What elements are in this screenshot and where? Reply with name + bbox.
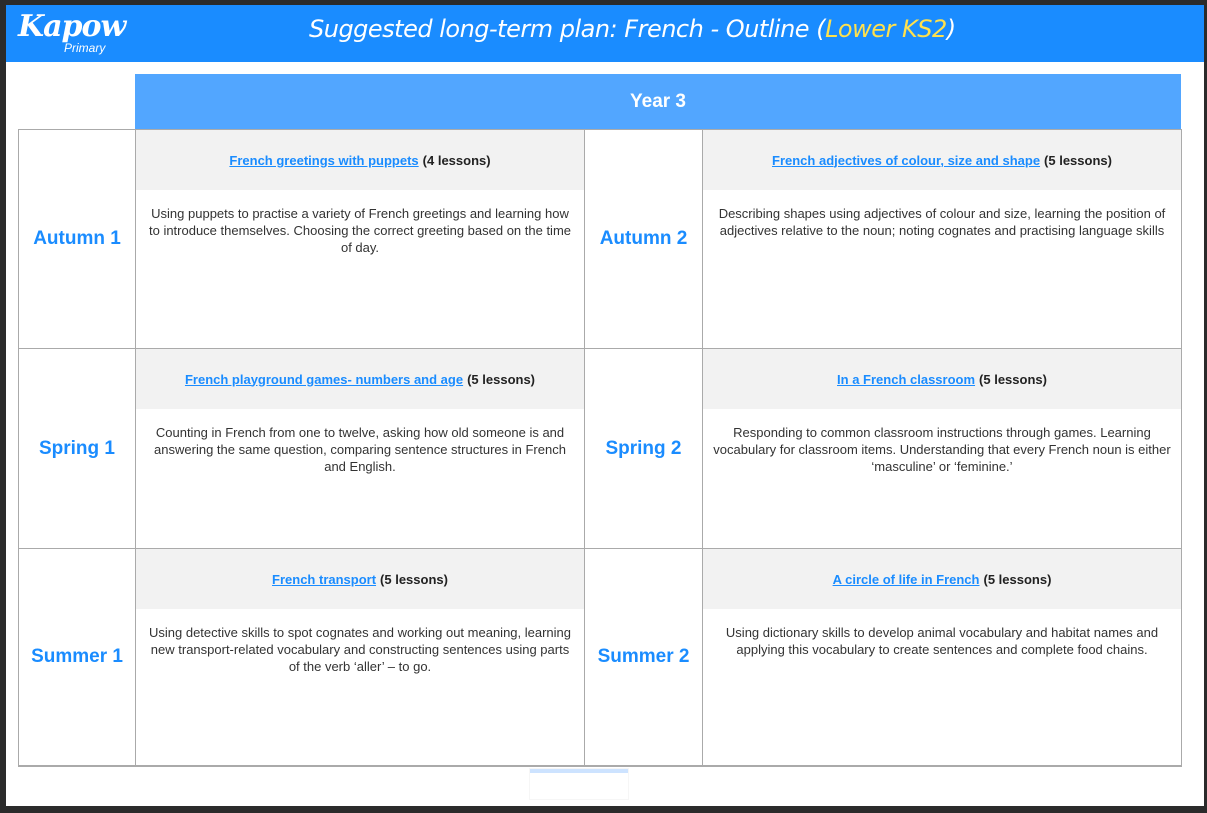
term-label: Spring 2: [585, 349, 703, 549]
unit-cell: In a French classroom(5 lessons) Respondi…: [703, 349, 1182, 549]
unit-topic: French playground games- numbers and age…: [136, 349, 584, 409]
unit-description: Using puppets to practise a variety of F…: [148, 206, 572, 255]
unit-topic: In a French classroom(5 lessons): [703, 349, 1181, 409]
term-label: Autumn 2: [585, 130, 703, 349]
term-label: Summer 2: [585, 549, 703, 766]
unit-cell: French transport(5 lessons) Using detecti…: [136, 549, 585, 766]
unit-link[interactable]: French playground games- numbers and age: [184, 371, 464, 387]
term-label: Summer 1: [19, 549, 136, 766]
page-thumbnail[interactable]: [529, 768, 629, 800]
unit-cell: French greetings with puppets(4 lessons)…: [136, 130, 585, 349]
lesson-count: (5 lessons): [979, 371, 1047, 387]
unit-description: Responding to common classroom instructi…: [713, 425, 1171, 474]
unit-link[interactable]: French greetings with puppets: [229, 152, 419, 168]
header-bar: Kapow Primary Suggested long-term plan: …: [6, 5, 1204, 62]
page-title: Suggested long-term plan: French - Outli…: [309, 15, 956, 43]
lesson-count: (5 lessons): [1044, 152, 1112, 168]
year-header: Year 3: [135, 74, 1181, 129]
document-page: Kapow Primary Suggested long-term plan: …: [6, 5, 1204, 806]
lesson-count: (4 lessons): [422, 152, 491, 168]
unit-topic: A circle of life in French(5 lessons): [703, 549, 1181, 609]
lesson-count: (5 lessons): [467, 371, 536, 387]
term-label: Autumn 1: [19, 130, 136, 349]
unit-cell: A circle of life in French(5 lessons) Usi…: [703, 549, 1182, 766]
title-highlight: Lower KS2: [825, 15, 947, 43]
unit-topic: French adjectives of colour, size and sh…: [703, 130, 1181, 190]
term-label: Spring 1: [19, 349, 136, 549]
unit-link[interactable]: French adjectives of colour, size and sh…: [772, 152, 1041, 168]
unit-description: Using dictionary skills to develop anima…: [725, 625, 1159, 657]
kapow-logo: Kapow: [18, 9, 126, 44]
unit-description: Counting in French from one to twelve, a…: [154, 425, 566, 474]
kapow-logo-sub: Primary: [64, 41, 106, 55]
unit-link[interactable]: In a French classroom: [837, 371, 976, 387]
unit-cell: French playground games- numbers and age…: [136, 349, 585, 549]
lesson-count: (5 lessons): [380, 571, 448, 587]
unit-link[interactable]: A circle of life in French: [832, 571, 980, 587]
unit-link[interactable]: French transport: [272, 571, 377, 587]
unit-description: Describing shapes using adjectives of co…: [718, 206, 1166, 238]
unit-cell: French adjectives of colour, size and sh…: [703, 130, 1182, 349]
unit-topic: French greetings with puppets(4 lessons): [136, 130, 584, 190]
unit-description: Using detective skills to spot cognates …: [148, 625, 572, 674]
unit-topic: French transport(5 lessons): [136, 549, 584, 609]
lesson-count: (5 lessons): [983, 571, 1052, 587]
